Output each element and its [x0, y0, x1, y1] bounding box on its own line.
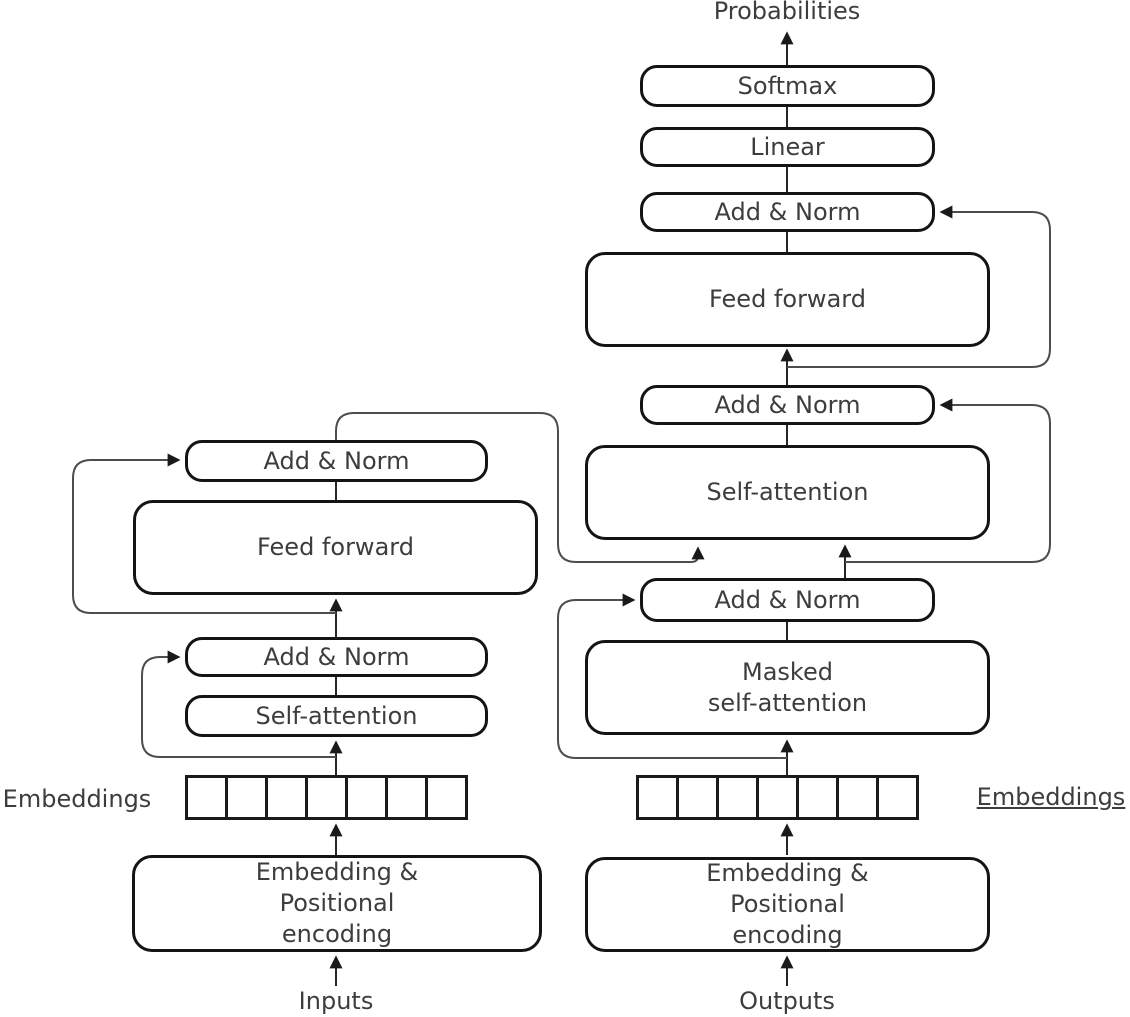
decoder-embeddings-label: Embeddings	[976, 783, 1126, 811]
embedding-cell	[876, 775, 919, 820]
encoder-feed-forward-box: Feed forward	[133, 500, 538, 595]
softmax-box: Softmax	[640, 65, 935, 107]
encoder-embedding-positional-box: Embedding & Positional encoding	[132, 855, 542, 952]
decoder-add-norm-1-box: Add & Norm	[640, 192, 935, 232]
embedding-cell	[425, 775, 468, 820]
embedding-cell	[385, 775, 428, 820]
embedding-cell	[305, 775, 348, 820]
embedding-cell	[636, 775, 679, 820]
embedding-cell	[796, 775, 839, 820]
embedding-cell	[836, 775, 879, 820]
skip-feedforward-left	[72, 453, 336, 614]
encoder-add-norm-top-box: Add & Norm	[185, 440, 488, 482]
embedding-cell	[676, 775, 719, 820]
skip-masked-selfattention	[557, 593, 787, 759]
decoder-embeddings-row	[636, 775, 919, 820]
decoder-add-norm-2-box: Add & Norm	[640, 385, 935, 425]
embedding-cell	[225, 775, 268, 820]
encoder-self-attention-box: Self-attention	[185, 695, 488, 737]
encoder-add-norm-bottom-box: Add & Norm	[185, 637, 488, 677]
encoder-embeddings-label: Embeddings	[2, 785, 152, 813]
skip-feedforward-right	[787, 205, 1051, 368]
embedding-cell	[716, 775, 759, 820]
encoder-embeddings-row	[185, 775, 468, 820]
probabilities-label: Probabilities	[713, 0, 861, 25]
decoder-feed-forward-box: Feed forward	[585, 252, 990, 347]
embedding-cell	[185, 775, 228, 820]
outputs-label: Outputs	[739, 987, 835, 1015]
decoder-self-attention-box: Self-attention	[585, 445, 990, 540]
decoder-embedding-positional-box: Embedding & Positional encoding	[585, 857, 990, 952]
embedding-cell	[265, 775, 308, 820]
skip-selfattention-left	[141, 650, 336, 758]
skip-selfattention-right	[845, 398, 1051, 563]
inputs-label: Inputs	[298, 987, 374, 1015]
linear-box: Linear	[640, 127, 935, 167]
masked-self-attention-box: Masked self-attention	[585, 640, 990, 735]
encoder-to-decoder-connection	[335, 412, 705, 563]
decoder-add-norm-3-box: Add & Norm	[640, 578, 935, 622]
embedding-cell	[756, 775, 799, 820]
embedding-cell	[345, 775, 388, 820]
